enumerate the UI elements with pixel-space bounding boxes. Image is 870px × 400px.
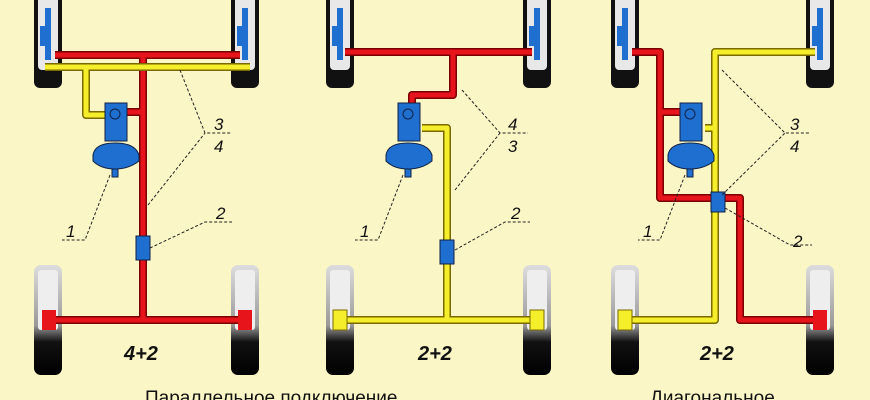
label-master-cylinder: 1 [643,222,652,241]
pressure-regulator-icon [135,235,151,261]
scheme-2-plus-2-parallel: 1 2 4 3 2+2 [326,0,551,375]
scheme-2-plus-2-diagonal: 1 2 3 4 2+2 [611,0,834,375]
label-regulator: 2 [510,204,521,223]
label-regulator: 2 [215,204,226,223]
label-master-cylinder: 1 [360,222,369,241]
scheme-4-plus-2: 1 2 3 4 4+2 [34,0,259,375]
label-pipe-bottom: 4 [790,137,799,156]
caption-parallel: Параллельное подключение [145,388,397,400]
master-cylinder-icon [385,102,433,178]
label-pipe-bottom: 4 [214,137,223,156]
label-pipe-top: 4 [508,115,517,134]
mode-label: 2+2 [699,343,734,365]
pressure-regulator-icon [710,191,726,213]
caption-diagonal: Диагональное [650,388,775,400]
mode-label: 4+2 [123,343,158,365]
label-master-cylinder: 1 [66,222,75,241]
pressure-regulator-icon [439,239,455,265]
label-pipe-bottom: 3 [508,137,518,156]
label-pipe-top: 3 [790,115,800,134]
mode-label: 2+2 [417,343,452,365]
label-pipe-top: 3 [214,115,224,134]
label-regulator: 2 [792,232,803,251]
